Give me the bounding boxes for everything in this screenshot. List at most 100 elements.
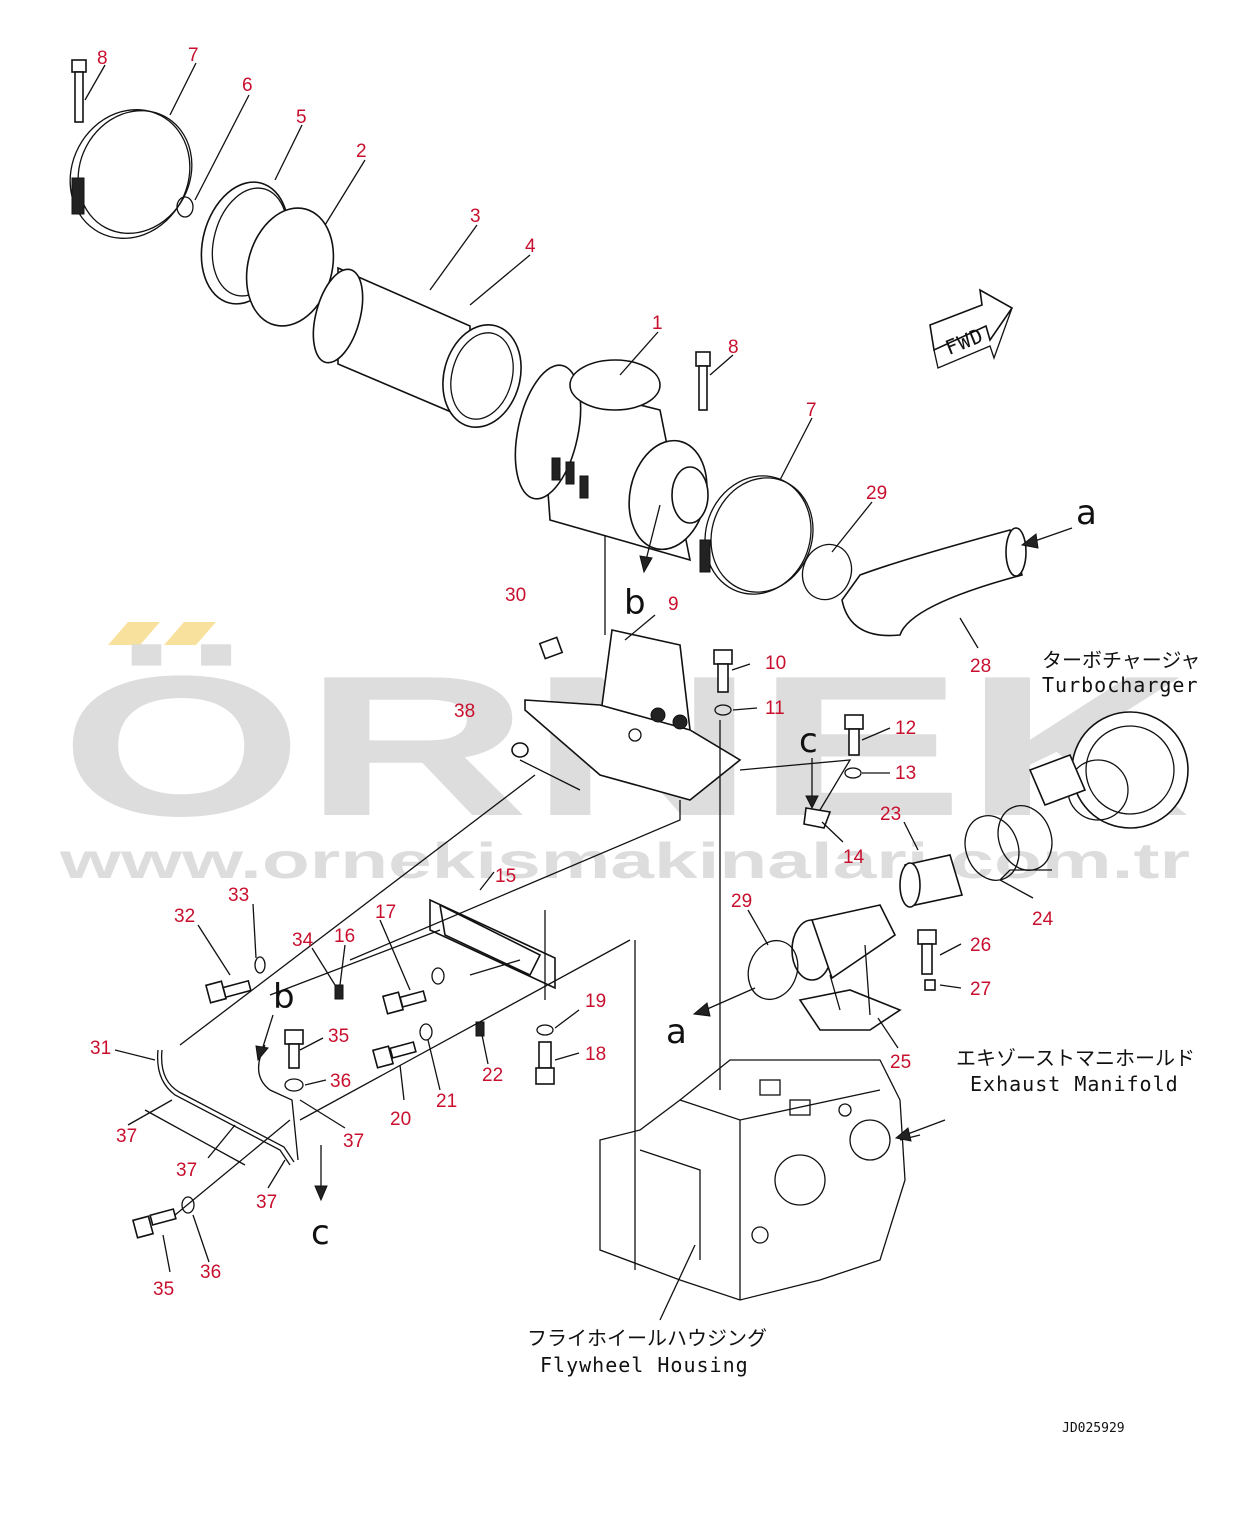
part-turbocharger — [1028, 711, 1189, 829]
part-washer-19 — [536, 1024, 554, 1036]
part-bolt-17 — [381, 990, 427, 1015]
part-bracket-15 — [429, 898, 556, 990]
part-bolt-26 — [917, 929, 937, 975]
callout-36: 36 — [200, 1262, 221, 1283]
part-element-2 — [245, 207, 335, 327]
part-clamp-7-top-left — [69, 109, 193, 239]
ref-c-lower: c — [311, 1213, 330, 1253]
flywheel-label-en: Flywheel Housing — [540, 1353, 749, 1377]
part-air-intake-25 — [791, 904, 902, 1031]
callout-7: 7 — [806, 400, 817, 421]
part-clip-22 — [475, 1021, 485, 1037]
part-washer-lower — [431, 967, 445, 985]
callout-12: 12 — [895, 718, 916, 739]
part-bolt-32 — [204, 979, 252, 1004]
fwd-arrow-shape — [929, 288, 1014, 369]
callout-29: 29 — [731, 891, 752, 912]
callout-23: 23 — [880, 804, 901, 825]
callout-35: 35 — [153, 1279, 174, 1300]
part-washer-11 — [714, 704, 732, 716]
callout-27: 27 — [970, 979, 991, 1000]
drawing-code: JD025929 — [1062, 1421, 1125, 1436]
callout-10: 10 — [765, 653, 786, 674]
callout-15: 15 — [495, 866, 516, 887]
callout-21: 21 — [436, 1091, 457, 1112]
part-bracket-9 — [524, 629, 742, 801]
callout-26: 26 — [970, 935, 991, 956]
part-washer-13 — [844, 767, 862, 779]
part-clamp-29-lower — [747, 939, 799, 1001]
part-washer-36-upper — [284, 1078, 304, 1092]
part-bolt-18 — [535, 1041, 555, 1085]
ref-c-upper: c — [799, 721, 818, 761]
callout-2: 2 — [356, 141, 367, 162]
part-tube-31 — [156, 1044, 299, 1166]
callout-19: 19 — [585, 991, 606, 1012]
part-washer-21 — [419, 1023, 433, 1041]
part-hose-23 — [899, 854, 964, 908]
reference-arrows — [255, 504, 1073, 1202]
part-bolt-10 — [713, 649, 733, 693]
exhaust-label-en: Exhaust Manifold — [970, 1072, 1179, 1096]
leader-lines — [84, 62, 1052, 1321]
reference-letters: a a b b c c — [273, 493, 1097, 1253]
part-oring-6 — [176, 196, 194, 218]
part-hose-28 — [841, 527, 1027, 637]
callout-38: 38 — [454, 701, 475, 722]
turbo-label-en: Turbocharger — [1042, 673, 1199, 697]
ref-b-lower: b — [273, 977, 295, 1017]
callout-11: 11 — [765, 698, 785, 719]
ref-a-lower: a — [666, 1012, 687, 1052]
part-bolt-12 — [844, 714, 864, 756]
callout-22: 22 — [482, 1065, 503, 1086]
callout-37: 37 — [176, 1160, 197, 1181]
ref-a-top: a — [1076, 493, 1097, 533]
part-bolt-38 — [511, 742, 529, 758]
callout-4: 4 — [525, 236, 536, 257]
callout-30: 30 — [505, 585, 526, 606]
callout-18: 18 — [585, 1044, 606, 1065]
callout-29: 29 — [866, 483, 887, 504]
part-bolt-35-upper — [284, 1029, 304, 1069]
part-washer-36-lower — [181, 1196, 195, 1214]
part-air-cleaner-body-1 — [514, 359, 709, 562]
callout-31: 31 — [90, 1038, 111, 1059]
part-bolt-35-lower — [131, 1208, 177, 1239]
callout-37: 37 — [343, 1131, 364, 1152]
callout-5: 5 — [296, 107, 307, 128]
part-washer-33 — [254, 956, 266, 974]
part-washer-27 — [924, 979, 936, 991]
callout-37: 37 — [256, 1192, 277, 1213]
watermark-url: www.ornekismakinalari.com.tr — [58, 833, 1190, 889]
callout-28: 28 — [970, 656, 991, 677]
part-clamps-24 — [964, 805, 1053, 881]
callout-6: 6 — [242, 75, 253, 96]
part-bolt-8-right — [695, 351, 711, 411]
callout-13: 13 — [895, 763, 916, 784]
callout-3: 3 — [470, 206, 481, 227]
part-element-3-4 — [312, 266, 522, 428]
part-clamp-7-right — [699, 475, 814, 595]
callout-7: 7 — [188, 45, 199, 66]
callout-25: 25 — [890, 1052, 911, 1073]
callout-14: 14 — [843, 847, 865, 868]
callout-36: 36 — [330, 1071, 351, 1092]
callout-35: 35 — [328, 1026, 349, 1047]
flywheel-label-jp: フライホイールハウジング — [527, 1326, 767, 1350]
callout-32: 32 — [174, 906, 195, 927]
callout-9: 9 — [668, 594, 679, 615]
part-bolt-8-top-left — [71, 59, 87, 123]
callout-20: 20 — [390, 1109, 411, 1130]
ref-b-top: b — [624, 583, 646, 623]
callout-34: 34 — [292, 930, 314, 951]
callout-17: 17 — [375, 902, 396, 923]
callout-33: 33 — [228, 885, 249, 906]
callout-16: 16 — [334, 926, 355, 947]
callout-1: 1 — [652, 313, 663, 334]
part-engine-block — [599, 1059, 906, 1301]
turbo-label-jp: ターボチャージャ — [1042, 648, 1200, 672]
callout-numbers: 8 7 6 5 2 3 4 1 8 7 29 30 9 10 11 28 38 … — [90, 45, 1054, 1300]
part-clip-16 — [334, 984, 344, 1000]
callout-8: 8 — [728, 337, 739, 358]
part-bolt-20 — [371, 1041, 417, 1069]
